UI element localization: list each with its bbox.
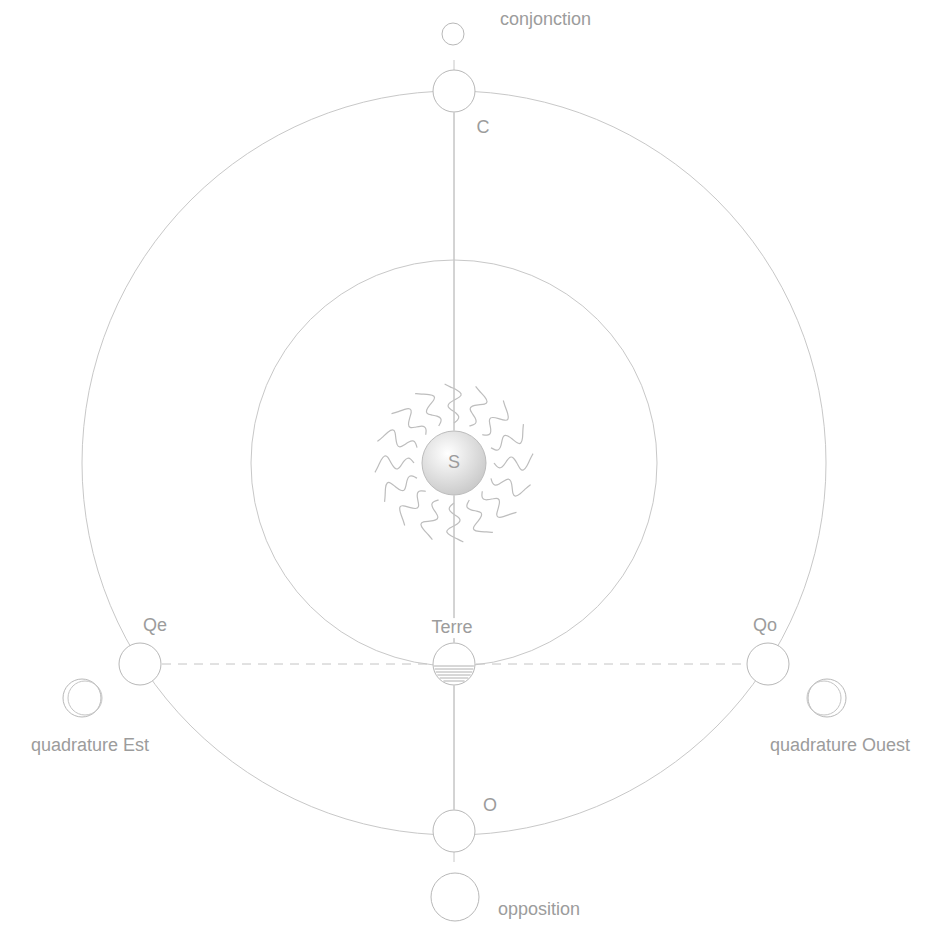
phase-circle: quadrature Ouest — [807, 678, 847, 718]
phase-crescent — [68, 681, 102, 715]
earth-hatch — [436, 672, 473, 673]
circle-outline — [63, 679, 101, 717]
sun-ray — [467, 500, 493, 532]
sun-ray — [491, 424, 523, 450]
node-outline — [432, 69, 476, 113]
phase-circle: opposition — [430, 872, 480, 922]
sun-ray — [375, 456, 414, 473]
connector-line — [162, 664, 432, 665]
connector-line — [454, 113, 455, 430]
earth-hatch — [440, 678, 469, 679]
position-label: S — [448, 453, 460, 473]
node-outline — [441, 22, 465, 46]
earth-hatch — [435, 669, 474, 670]
position-label: Qo — [753, 616, 777, 636]
position-label: quadrature Est — [31, 736, 149, 756]
sun-ray — [385, 476, 417, 502]
circle-outline — [433, 70, 475, 112]
sun-ray — [415, 394, 441, 426]
phase-circle: quadrature Est — [62, 678, 102, 718]
sun-ray — [445, 384, 462, 423]
sun-ray — [482, 491, 517, 517]
circle-outline — [808, 679, 846, 717]
circle-outline — [431, 873, 479, 921]
sun-ray — [391, 409, 426, 435]
node-outline — [432, 642, 476, 686]
position-label: C — [477, 118, 490, 138]
phase-circle: conjonction — [441, 22, 465, 46]
planet-position: Qo — [746, 642, 790, 686]
connector-line — [476, 664, 746, 665]
node-outline — [430, 872, 480, 922]
sun-body: S — [421, 430, 487, 496]
sun-ray — [377, 430, 417, 448]
position-label: conjonction — [500, 10, 591, 30]
node-outline — [432, 809, 476, 853]
sun-disc — [422, 431, 486, 495]
sun-ray — [494, 454, 533, 471]
planet-position: C — [432, 69, 476, 113]
planet-position: Qe — [118, 642, 162, 686]
sun-ray — [469, 386, 487, 426]
phase-crescent — [807, 681, 841, 715]
node-outline — [118, 642, 162, 686]
circle-outline — [442, 23, 464, 45]
earth-body: Terre — [432, 642, 476, 686]
node-outline — [746, 642, 790, 686]
sun-ray — [447, 503, 464, 542]
circle-outline — [433, 643, 475, 685]
sun-ray — [482, 400, 508, 435]
sun-ray — [400, 491, 426, 526]
connector-line — [454, 686, 455, 809]
earth-hatch — [434, 666, 474, 667]
sun-ray — [491, 478, 531, 496]
node-outline — [807, 678, 847, 718]
node-outline — [62, 678, 102, 718]
position-label: opposition — [498, 900, 580, 920]
sun-ray — [421, 500, 439, 540]
earth-hatch — [443, 681, 464, 682]
planet-position: O — [432, 809, 476, 853]
planet-orbit — [82, 91, 826, 835]
circle-outline — [119, 643, 161, 685]
position-label: Terre — [429, 618, 474, 638]
earth-hatch — [437, 675, 470, 676]
circle-outline — [433, 810, 475, 852]
position-label: Qe — [143, 616, 167, 636]
position-label: O — [483, 796, 497, 816]
position-label: quadrature Ouest — [770, 736, 910, 756]
circle-outline — [747, 643, 789, 685]
